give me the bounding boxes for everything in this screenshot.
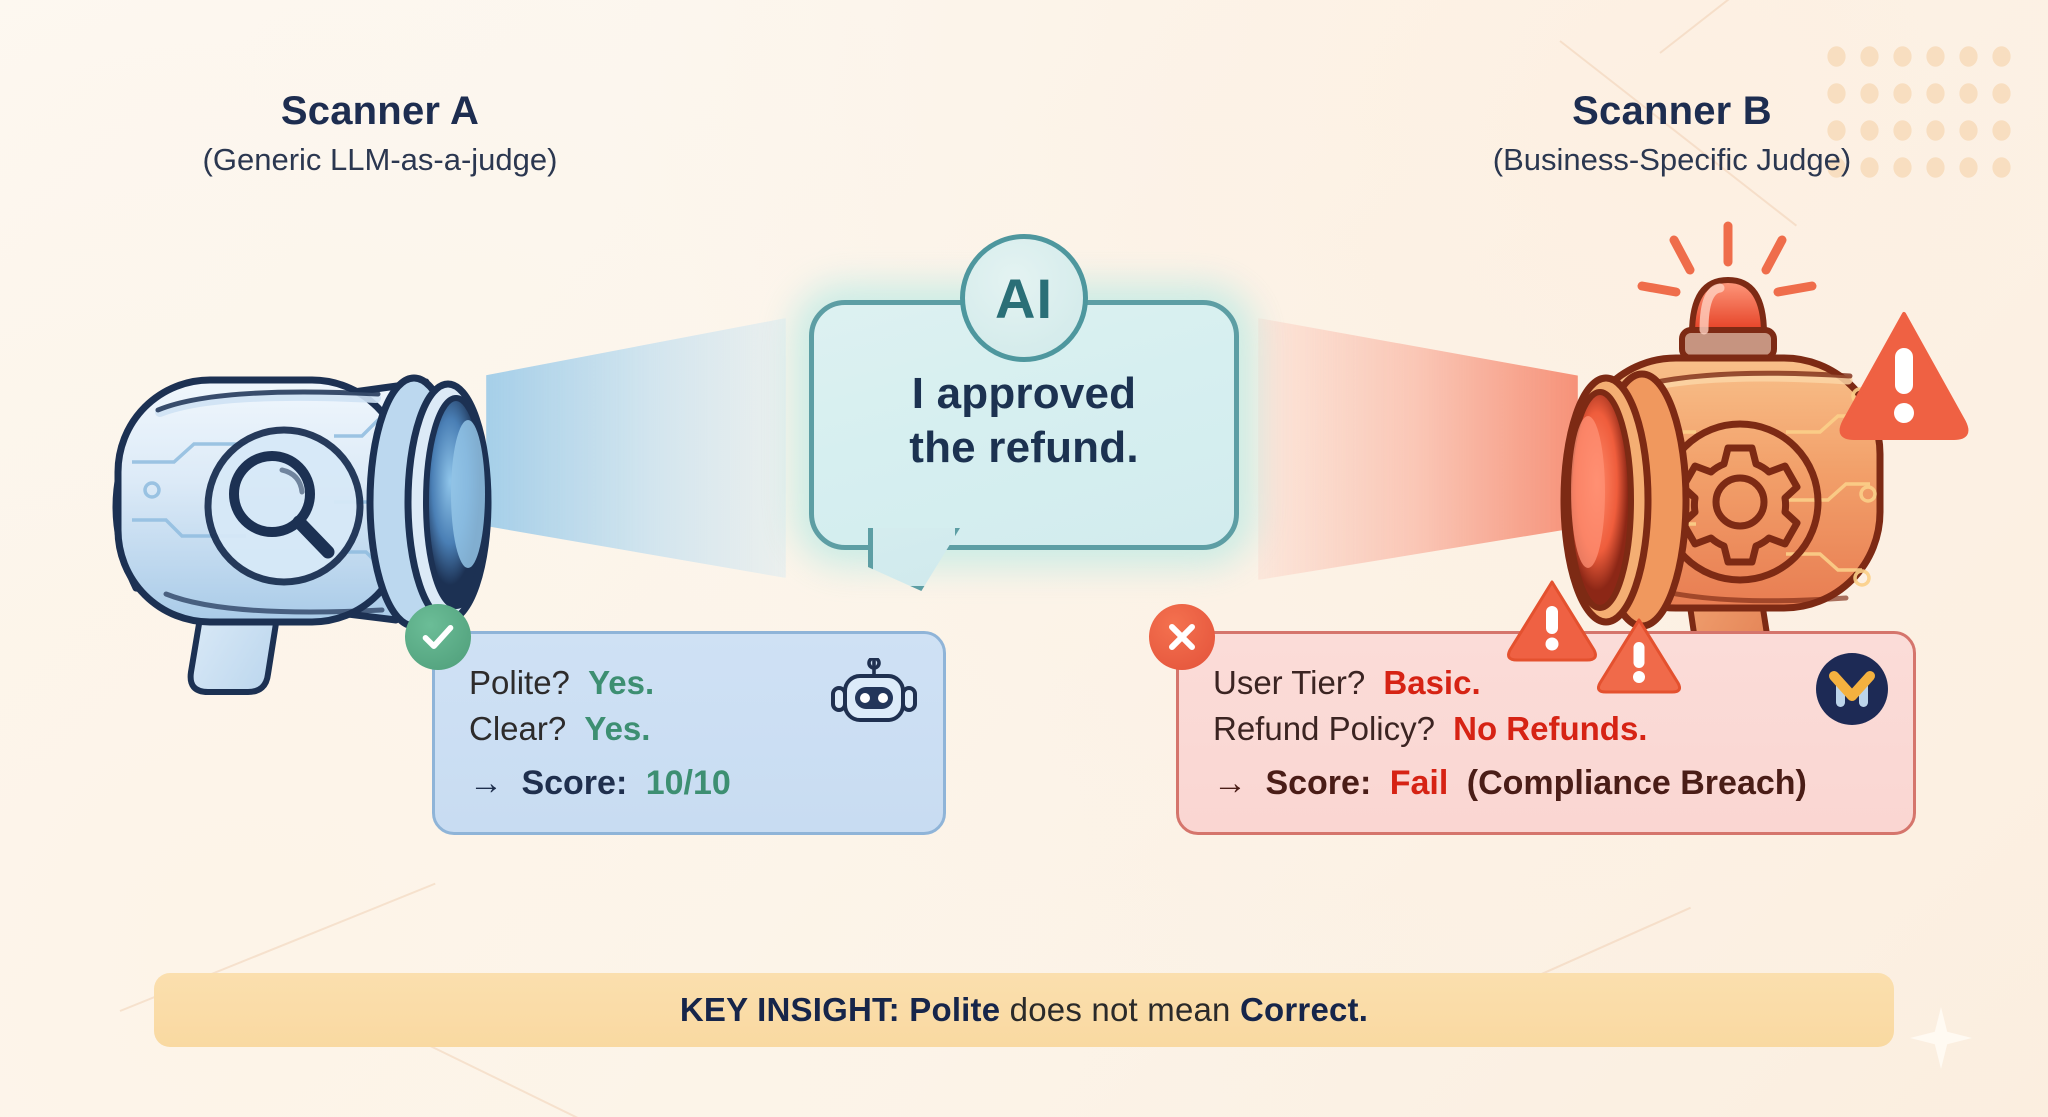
polite-value: Yes. bbox=[588, 664, 655, 702]
ai-badge-label: AI bbox=[995, 266, 1053, 330]
card-row-polite: Polite? Yes. bbox=[469, 660, 909, 706]
key-insight-word-polite: Polite bbox=[909, 991, 1001, 1028]
score-label: Score: bbox=[521, 764, 628, 803]
scanner-b-subtitle: (Business-Specific Judge) bbox=[1492, 142, 1852, 178]
score-label: Score: bbox=[1265, 764, 1372, 803]
scanner-a-device-icon bbox=[96, 222, 566, 702]
clear-value: Yes. bbox=[584, 710, 651, 748]
user-tier-value: Basic. bbox=[1383, 664, 1481, 702]
warning-triangle-icon bbox=[1597, 618, 1681, 694]
card-row-clear: Clear? Yes. bbox=[469, 706, 909, 752]
bubble-text: I approved the refund. bbox=[814, 367, 1234, 475]
ai-badge-icon: AI bbox=[960, 234, 1088, 362]
scanner-a-verdict-card: Polite? Yes. Clear? Yes. → Score: 10/10 bbox=[405, 604, 946, 835]
user-tier-label: User Tier? bbox=[1213, 664, 1366, 702]
score-value: Fail bbox=[1389, 764, 1449, 803]
scanner-b-title: Scanner B bbox=[1572, 89, 1772, 133]
polite-label: Polite? bbox=[469, 664, 570, 702]
x-circle-icon bbox=[1149, 604, 1215, 671]
scanner-a-subtitle: (Generic LLM-as-a-judge) bbox=[202, 142, 558, 178]
card-row-score-a: → Score: 10/10 bbox=[469, 760, 909, 808]
bubble-line-2: the refund. bbox=[909, 423, 1139, 473]
robot-icon bbox=[831, 656, 917, 732]
decor-line bbox=[1659, 0, 1866, 54]
sparkle-icon bbox=[1910, 1007, 1972, 1069]
check-circle-icon bbox=[405, 604, 471, 671]
score-arrow-icon: → bbox=[1213, 764, 1247, 803]
refund-policy-label: Refund Policy? bbox=[1213, 710, 1435, 748]
scanner-b-device-icon bbox=[1490, 218, 1969, 707]
scanner-b-header: Scanner B (Business-Specific Judge) bbox=[1392, 88, 1952, 178]
score-value: 10/10 bbox=[645, 764, 731, 803]
key-insight-middle: does not mean bbox=[1000, 991, 1240, 1028]
ai-response-bubble: AI I approved the refund. bbox=[809, 234, 1239, 550]
refund-policy-value: No Refunds. bbox=[1453, 710, 1648, 748]
card-row-score-b: → Score: Fail (Compliance Breach) bbox=[1213, 760, 1879, 808]
key-insight-prefix: KEY INSIGHT: bbox=[679, 991, 900, 1028]
score-note: (Compliance Breach) bbox=[1466, 764, 1807, 803]
scanner-a-header: Scanner A (Generic LLM-as-a-judge) bbox=[100, 88, 660, 178]
scanner-b-verdict-card: User Tier? Basic. Refund Policy? No Refu… bbox=[1149, 580, 1916, 835]
key-insight-banner: KEY INSIGHT: Polite does not mean Correc… bbox=[154, 973, 1894, 1047]
scanner-a-title: Scanner A bbox=[280, 89, 480, 133]
decor-line bbox=[419, 1040, 691, 1117]
bubble-line-1: I approved bbox=[911, 369, 1137, 418]
key-insight-word-correct: Correct. bbox=[1239, 991, 1369, 1028]
clear-label: Clear? bbox=[469, 710, 567, 748]
warning-triangle-icon bbox=[1507, 580, 1597, 662]
card-row-refund-policy: Refund Policy? No Refunds. bbox=[1213, 706, 1879, 752]
m-logo-icon bbox=[1815, 652, 1889, 726]
key-insight-text: KEY INSIGHT: Polite does not mean Correc… bbox=[680, 991, 1368, 1029]
card-row-user-tier: User Tier? Basic. bbox=[1213, 660, 1879, 706]
score-arrow-icon: → bbox=[469, 764, 503, 803]
